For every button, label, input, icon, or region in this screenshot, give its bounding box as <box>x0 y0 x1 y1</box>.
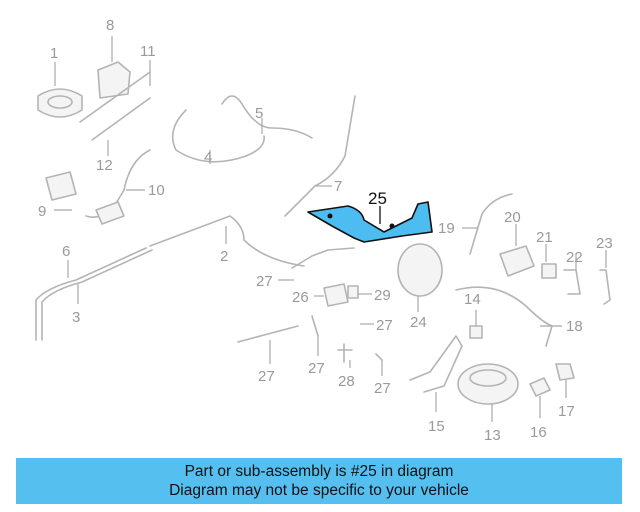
part-23-sensor <box>599 250 611 305</box>
part-20-valve <box>499 224 535 277</box>
callout-23: 23 <box>596 235 613 252</box>
part-27-clip-e <box>375 353 383 376</box>
callout-5: 5 <box>255 105 263 122</box>
part-11-sensor <box>79 60 151 141</box>
part-26-solenoid <box>314 283 349 307</box>
callout-22: 22 <box>566 249 583 266</box>
part-21-gasket <box>541 244 557 279</box>
part-19-hose <box>462 193 513 255</box>
callout-14: 14 <box>464 291 481 308</box>
callout-17: 17 <box>558 403 575 420</box>
callout-11: 11 <box>140 43 156 60</box>
part-18-hose <box>455 286 562 347</box>
callout-8: 8 <box>106 17 114 34</box>
part-10-hose <box>85 149 151 225</box>
callout-2: 2 <box>220 248 228 265</box>
callout-27c: 27 <box>258 368 275 385</box>
callout-1: 1 <box>50 45 58 62</box>
part-29-fitting <box>347 285 372 299</box>
callout-3: 3 <box>72 309 80 326</box>
callout-20: 20 <box>504 209 521 226</box>
callout-28: 28 <box>338 373 355 390</box>
callout-16: 16 <box>530 424 547 441</box>
part-16-valve <box>529 377 551 418</box>
part-9-valve <box>45 171 77 211</box>
part-14-connector <box>469 310 483 339</box>
info-banner: Part or sub-assembly is #25 in diagram D… <box>16 458 622 504</box>
callout-24: 24 <box>410 314 427 331</box>
callout-18: 18 <box>566 318 583 335</box>
part-15-bracket <box>409 335 463 412</box>
callout-13: 13 <box>484 427 501 444</box>
callout-21: 21 <box>536 229 553 246</box>
banner-line-2: Diagram may not be specific to your vehi… <box>169 482 469 499</box>
part-3-line <box>35 247 153 341</box>
banner-line-1: Part or sub-assembly is #25 in diagram <box>184 463 454 480</box>
callout-27e: 27 <box>374 380 391 397</box>
part-1-clamp <box>37 62 83 118</box>
part-4-tube <box>171 109 265 164</box>
callout-27b: 27 <box>376 317 393 334</box>
part-8-bracket <box>97 36 131 99</box>
part-28-clip <box>337 343 353 368</box>
callout-26: 26 <box>292 289 309 306</box>
part-2-line <box>149 215 305 267</box>
callout-4: 4 <box>204 149 212 166</box>
part-27-hose-d <box>311 315 319 356</box>
part-7-tube <box>284 95 356 217</box>
part-27-hose-a <box>278 247 355 281</box>
callout-27d: 27 <box>308 360 325 377</box>
callout-7: 7 <box>334 178 342 195</box>
part-24-reservoir <box>397 243 443 312</box>
callout-19: 19 <box>438 220 455 237</box>
callout-6: 6 <box>62 243 70 260</box>
part-25-bracket-highlighted <box>307 201 433 243</box>
callout-10: 10 <box>148 182 165 199</box>
part-17-fitting <box>555 363 575 398</box>
part-5-tube <box>221 95 313 139</box>
part-27-hose-c <box>237 325 299 364</box>
callout-29: 29 <box>374 287 391 304</box>
part-13-air-pump <box>457 363 519 422</box>
part-22-elbow <box>563 254 581 295</box>
callout-9: 9 <box>38 203 46 220</box>
parts-diagram: 1 8 11 12 9 10 4 5 7 <box>35 17 613 444</box>
callout-25: 25 <box>368 189 387 208</box>
callout-15: 15 <box>428 418 445 435</box>
callout-12: 12 <box>96 157 113 174</box>
callout-27a: 27 <box>256 273 273 290</box>
